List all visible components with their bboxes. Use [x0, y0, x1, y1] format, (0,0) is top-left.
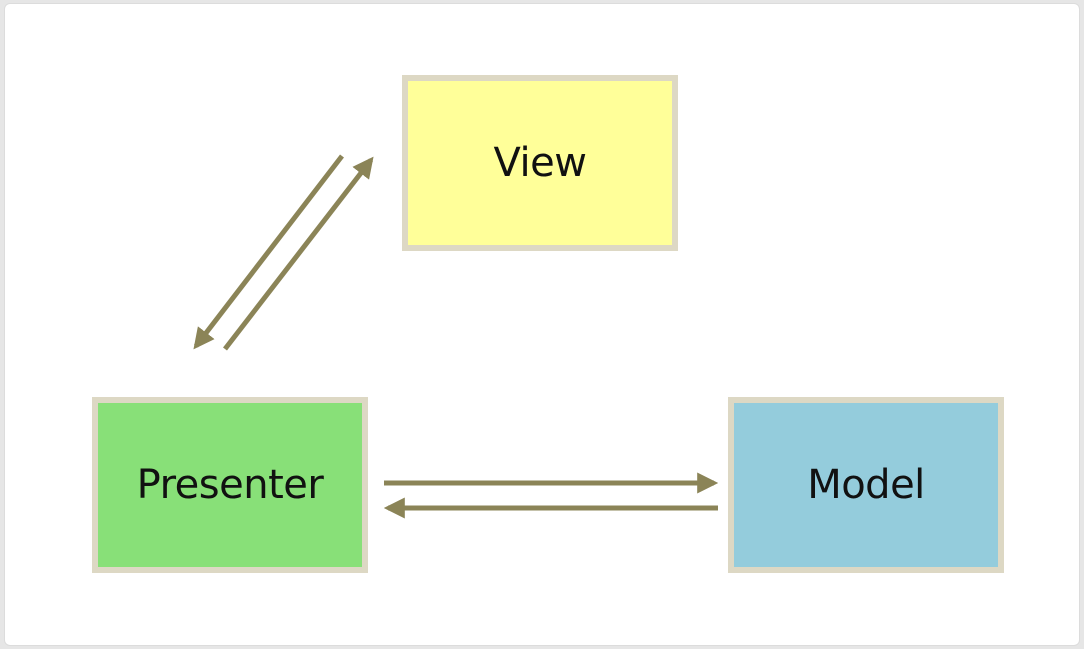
view-label: View	[493, 140, 587, 186]
presenter-label: Presenter	[136, 462, 324, 508]
model-label: Model	[807, 462, 925, 508]
presenter-node: Presenter	[92, 397, 368, 573]
view-node: View	[402, 75, 678, 251]
model-node: Model	[728, 397, 1004, 573]
